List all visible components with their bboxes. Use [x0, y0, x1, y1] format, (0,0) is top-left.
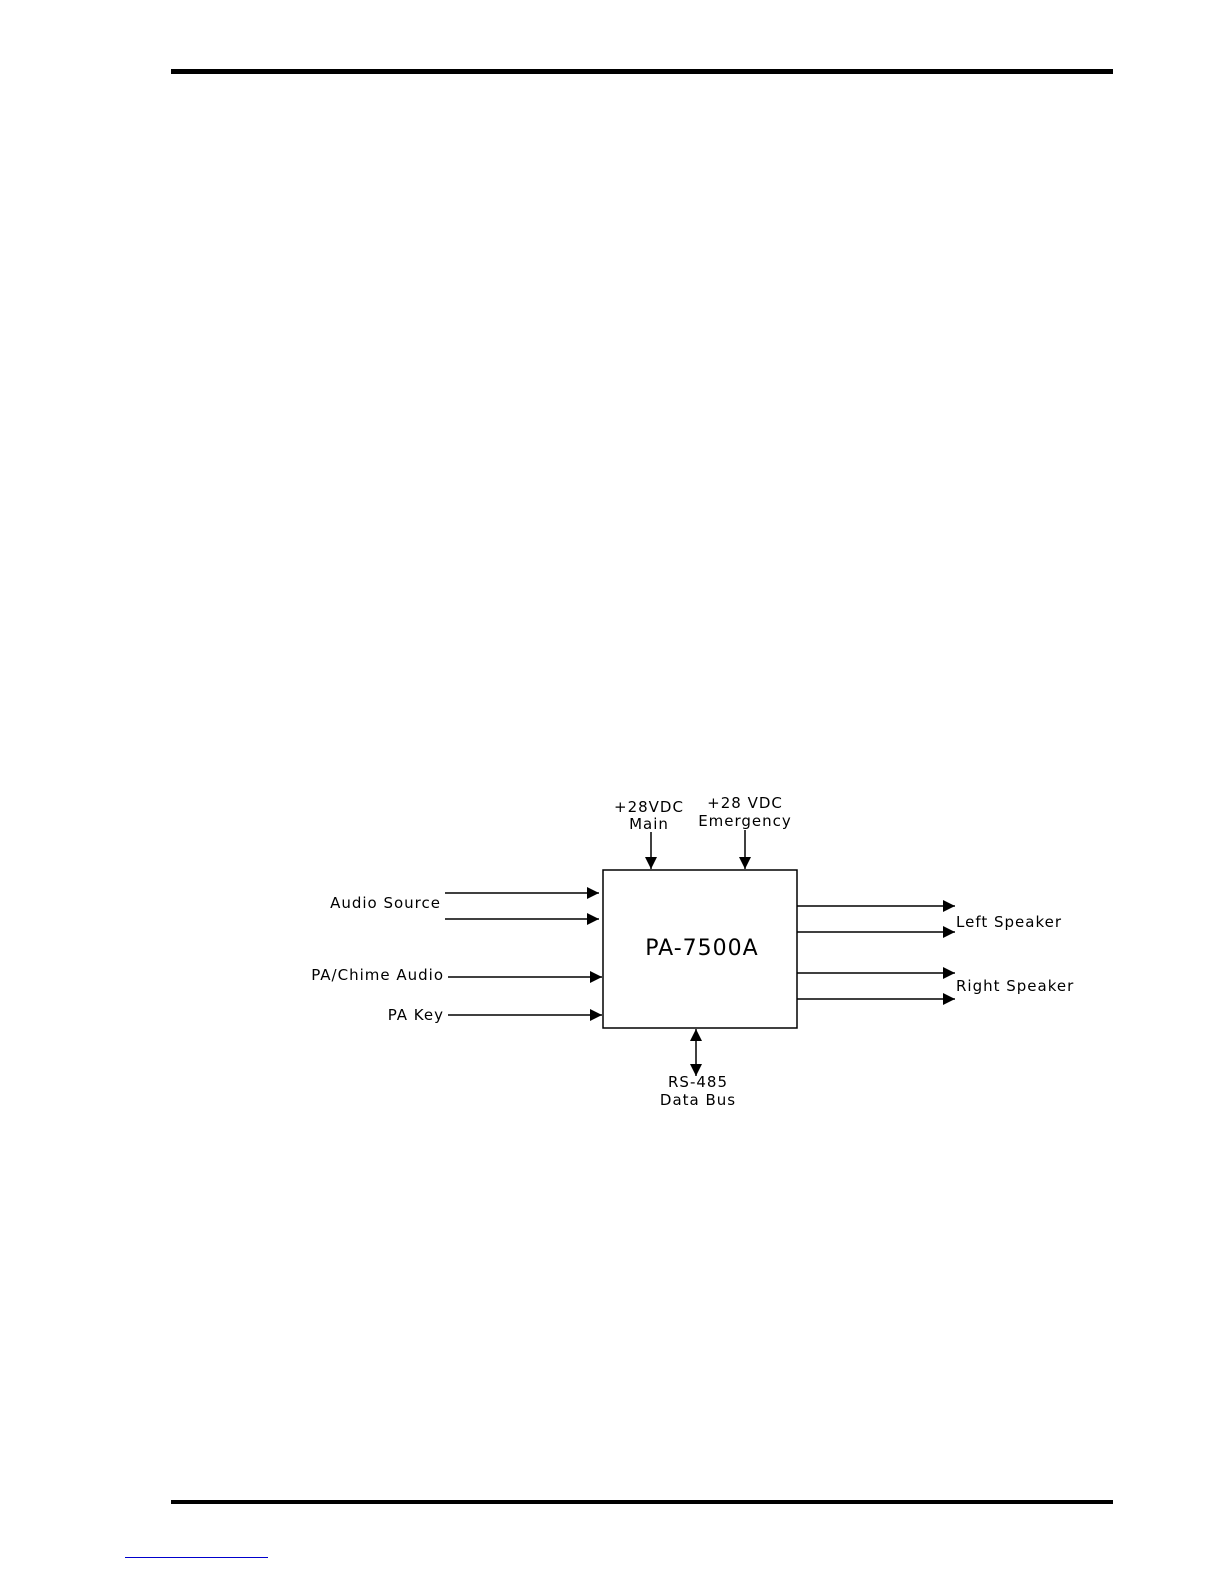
data-bus-label-line2: Data Bus — [660, 1091, 736, 1109]
audio-source-label: Audio Source — [330, 894, 441, 912]
power-emergency-label-line2: Emergency — [698, 812, 792, 830]
footer-rule — [171, 1500, 1113, 1504]
pa-chime-audio-label: PA/Chime Audio — [311, 966, 444, 984]
left-speaker-label: Left Speaker — [956, 913, 1062, 931]
power-emergency-input: +28 VDC Emergency — [698, 794, 792, 869]
power-main-label-line1: +28VDC — [614, 798, 684, 816]
pa-chime-audio-input: PA/Chime Audio — [311, 966, 602, 984]
data-bus-label-line1: RS-485 — [668, 1073, 728, 1091]
power-main-input: +28VDC Main — [614, 798, 684, 869]
footer-link-underline[interactable] — [125, 1557, 268, 1558]
left-speaker-output: Left Speaker — [797, 906, 1062, 932]
audio-source-input: Audio Source — [330, 893, 599, 919]
rs485-data-bus: RS-485 Data Bus — [660, 1029, 736, 1109]
pa-key-input: PA Key — [388, 1006, 602, 1024]
pa-key-label: PA Key — [388, 1006, 444, 1024]
block-label: PA-7500A — [645, 936, 758, 961]
pa-7500a-block: PA-7500A — [603, 870, 797, 1028]
power-main-label-line2: Main — [629, 815, 669, 833]
power-emergency-label-line1: +28 VDC — [707, 794, 783, 812]
right-speaker-output: Right Speaker — [797, 973, 1074, 999]
right-speaker-label: Right Speaker — [956, 977, 1074, 995]
